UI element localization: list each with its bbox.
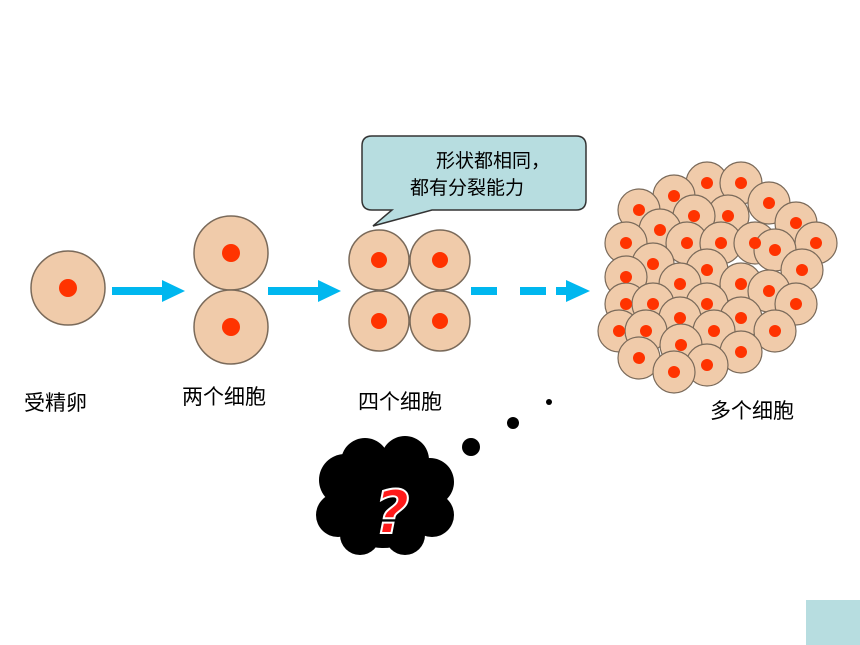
nucleus xyxy=(708,325,720,337)
nucleus xyxy=(371,252,387,268)
many-cells-cluster xyxy=(597,161,838,394)
thought-dot xyxy=(462,438,480,456)
nucleus xyxy=(735,177,747,189)
nucleus xyxy=(796,264,808,276)
nucleus xyxy=(749,237,761,249)
nucleus xyxy=(633,204,645,216)
nucleus xyxy=(715,237,727,249)
callout-bubble xyxy=(361,135,587,227)
nucleus xyxy=(681,237,693,249)
nucleus xyxy=(668,190,680,202)
nucleus xyxy=(674,312,686,324)
nucleus xyxy=(222,318,240,336)
label-two-cells: 两个细胞 xyxy=(182,385,266,409)
nucleus xyxy=(701,298,713,310)
nucleus xyxy=(59,279,77,297)
corner-box xyxy=(806,600,860,645)
nucleus xyxy=(769,244,781,256)
nucleus xyxy=(701,177,713,189)
label-four-cells: 四个细胞 xyxy=(358,390,442,414)
thought-cloud xyxy=(316,436,454,555)
arrow-3-dashed xyxy=(471,280,590,302)
label-fertilized-egg: 受精卵 xyxy=(24,391,87,415)
nucleus xyxy=(701,264,713,276)
nucleus xyxy=(674,278,686,290)
question-mark: ? xyxy=(375,478,410,548)
nucleus xyxy=(620,298,632,310)
nucleus xyxy=(371,313,387,329)
nucleus xyxy=(735,346,747,358)
nucleus xyxy=(735,312,747,324)
nucleus xyxy=(763,197,775,209)
thought-dots xyxy=(462,399,552,456)
thought-dot xyxy=(546,399,552,405)
nucleus xyxy=(810,237,822,249)
nucleus xyxy=(432,252,448,268)
arrow-2 xyxy=(268,280,341,302)
nucleus xyxy=(790,298,802,310)
arrow-1 xyxy=(112,280,185,302)
nucleus xyxy=(222,244,240,262)
nucleus xyxy=(640,325,652,337)
fertilized-egg xyxy=(30,250,106,326)
nucleus xyxy=(654,224,666,236)
nucleus xyxy=(620,271,632,283)
callout-line-1: 形状都相同， xyxy=(436,150,551,172)
nucleus xyxy=(620,237,632,249)
nucleus xyxy=(769,325,781,337)
nucleus xyxy=(763,285,775,297)
nucleus xyxy=(432,313,448,329)
nucleus xyxy=(790,217,802,229)
nucleus xyxy=(722,210,734,222)
nucleus xyxy=(688,210,700,222)
nucleus xyxy=(735,278,747,290)
nucleus xyxy=(647,258,659,270)
nucleus xyxy=(668,366,680,378)
nucleus xyxy=(613,325,625,337)
two-cells xyxy=(193,215,269,365)
nucleus xyxy=(675,339,687,351)
label-many-cells: 多个细胞 xyxy=(710,399,794,423)
nucleus xyxy=(647,298,659,310)
thought-dot xyxy=(507,417,519,429)
nucleus xyxy=(701,359,713,371)
four-cells xyxy=(348,229,471,352)
callout-line-2: 都有分裂能力 xyxy=(410,177,525,199)
nucleus xyxy=(633,352,645,364)
